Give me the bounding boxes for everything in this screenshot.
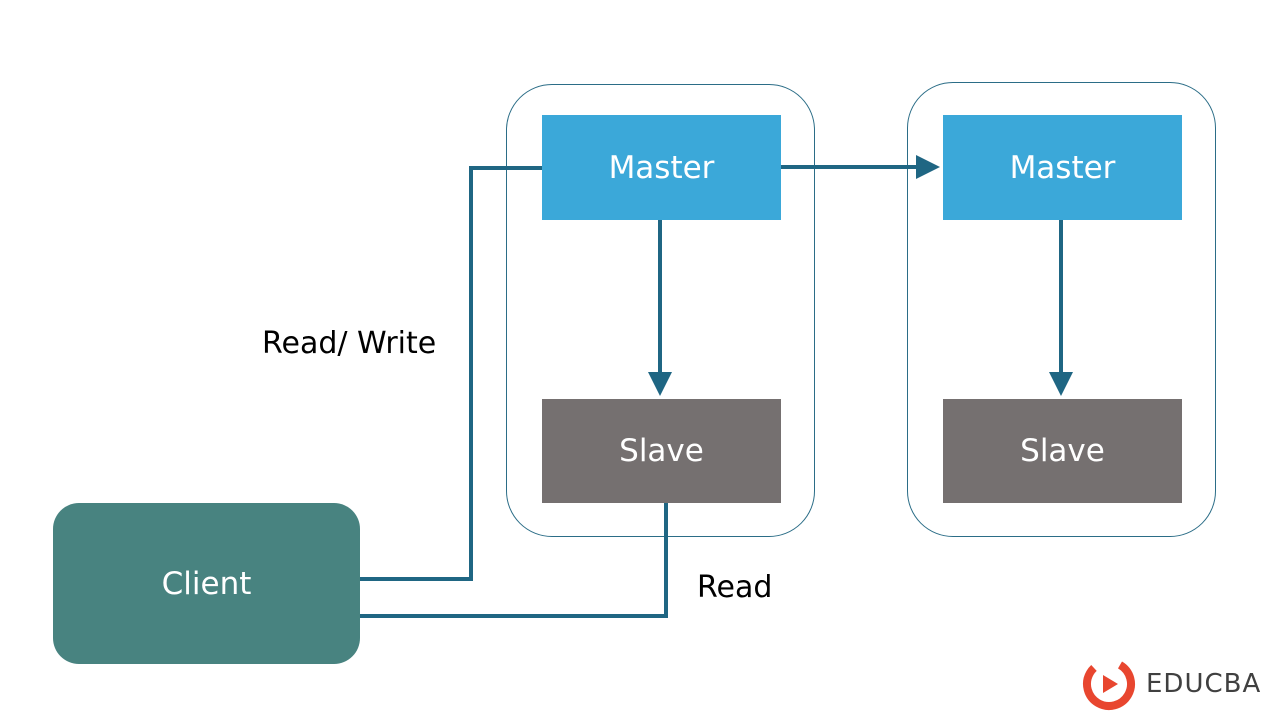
replication-group-2 [907,82,1216,537]
slave-node-1-label: Slave [619,433,704,469]
master-node-2: Master [943,115,1182,220]
read-write-label: Read/ Write [262,326,437,361]
master-node-1-label: Master [608,149,715,186]
replication-group-1 [506,84,815,537]
educba-logo-icon [1083,658,1135,710]
slave-node-2-label: Slave [1020,433,1105,469]
master-node-1: Master [542,115,781,220]
read-write-connector [360,166,542,581]
client-node-label: Client [161,565,252,602]
slave-node-1: Slave [542,399,781,503]
master-node-2-label: Master [1009,149,1116,186]
read-label: Read [697,570,773,605]
brand-name: EDUCBA [1146,669,1262,699]
slave-node-2: Slave [943,399,1182,503]
read-connector [360,503,668,618]
client-node: Client [53,503,360,664]
brand-logo: EDUCBA [1082,657,1261,711]
